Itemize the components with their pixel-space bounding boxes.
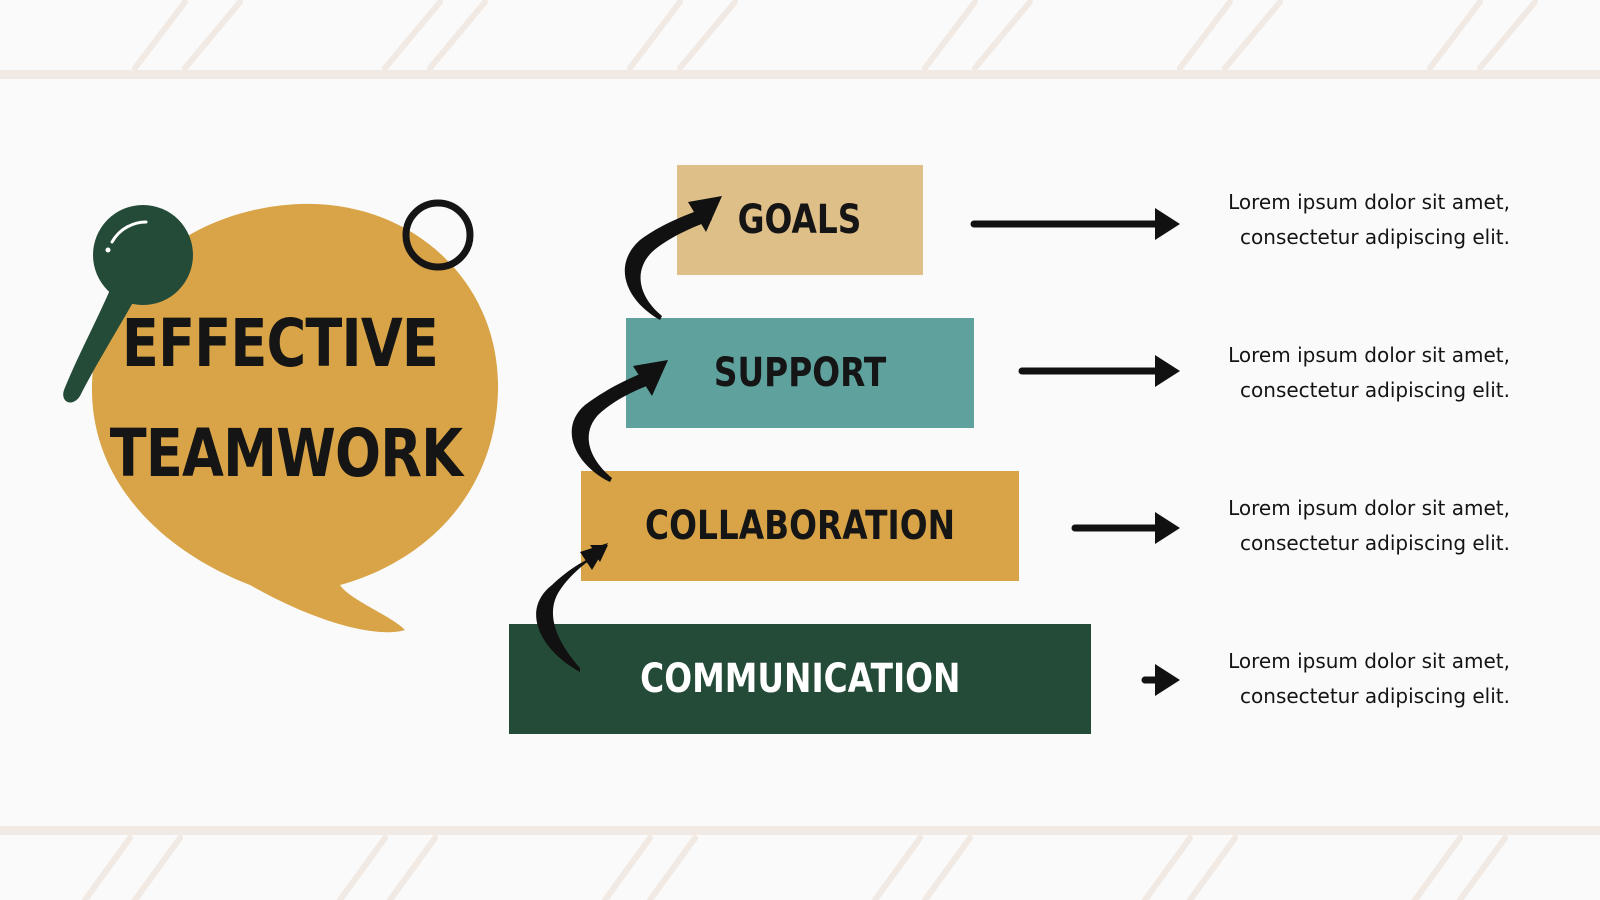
title-line-1: EFFECTIVE xyxy=(121,305,439,382)
description-collaboration: Lorem ipsum dolor sit amet, consectetur … xyxy=(1160,491,1510,561)
title-line-2: TEAMWORK xyxy=(109,415,463,492)
description-collaboration-line-2: consectetur adipiscing elit. xyxy=(1240,531,1510,555)
step-collaboration: COLLABORATION xyxy=(581,471,1019,581)
step-goals-label: GOALS xyxy=(738,197,862,243)
description-support-line-1: Lorem ipsum dolor sit amet, xyxy=(1228,343,1510,367)
description-goals-line-2: consectetur adipiscing elit. xyxy=(1240,225,1510,249)
step-collaboration-label: COLLABORATION xyxy=(644,503,956,549)
step-support: SUPPORT xyxy=(626,318,974,428)
bottom-stripe-band xyxy=(0,826,1600,900)
description-communication-line-2: consectetur adipiscing elit. xyxy=(1240,684,1510,708)
top-stripe-band xyxy=(0,0,1600,80)
step-support-label: SUPPORT xyxy=(713,350,887,396)
step-goals: GOALS xyxy=(677,165,923,275)
ring-icon xyxy=(402,199,474,271)
step-communication: COMMUNICATION xyxy=(509,624,1091,734)
description-communication-line-1: Lorem ipsum dolor sit amet, xyxy=(1228,649,1510,673)
description-support: Lorem ipsum dolor sit amet, consectetur … xyxy=(1160,338,1510,408)
title-speech-bubble: EFFECTIVE TEAMWORK xyxy=(50,190,510,660)
description-support-line-2: consectetur adipiscing elit. xyxy=(1240,378,1510,402)
description-goals-line-1: Lorem ipsum dolor sit amet, xyxy=(1228,190,1510,214)
step-communication-label: COMMUNICATION xyxy=(639,656,961,702)
description-collaboration-line-1: Lorem ipsum dolor sit amet, xyxy=(1228,496,1510,520)
pushpin-icon xyxy=(63,205,193,403)
description-goals: Lorem ipsum dolor sit amet, consectetur … xyxy=(1160,185,1510,255)
speech-bubble-shape xyxy=(91,203,499,633)
description-communication: Lorem ipsum dolor sit amet, consectetur … xyxy=(1160,644,1510,714)
